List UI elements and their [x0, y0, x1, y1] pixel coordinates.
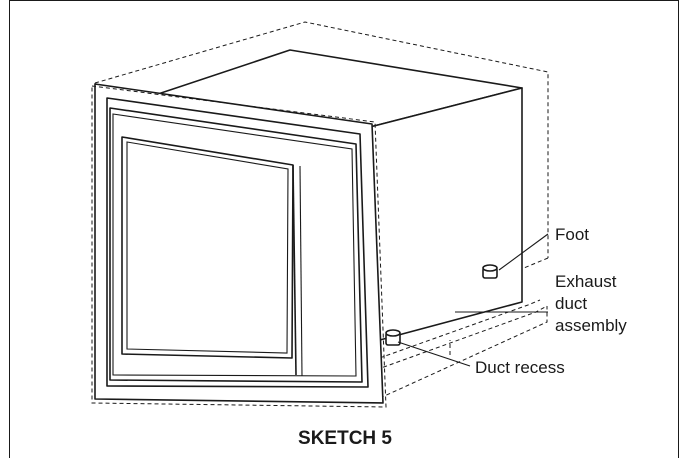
label-exhaust-1: Exhaust — [555, 272, 617, 291]
label-foot: Foot — [555, 225, 589, 244]
figure-frame — [9, 0, 679, 458]
label-exhaust-3: assembly — [555, 316, 627, 335]
foot-left — [385, 329, 401, 346]
foot-right — [482, 264, 498, 279]
microwave-door — [109, 107, 363, 383]
figure-caption: SKETCH 5 — [298, 428, 392, 449]
label-duct-recess: Duct recess — [475, 358, 565, 377]
label-exhaust-2: duct — [555, 294, 587, 313]
leaders — [397, 233, 549, 367]
